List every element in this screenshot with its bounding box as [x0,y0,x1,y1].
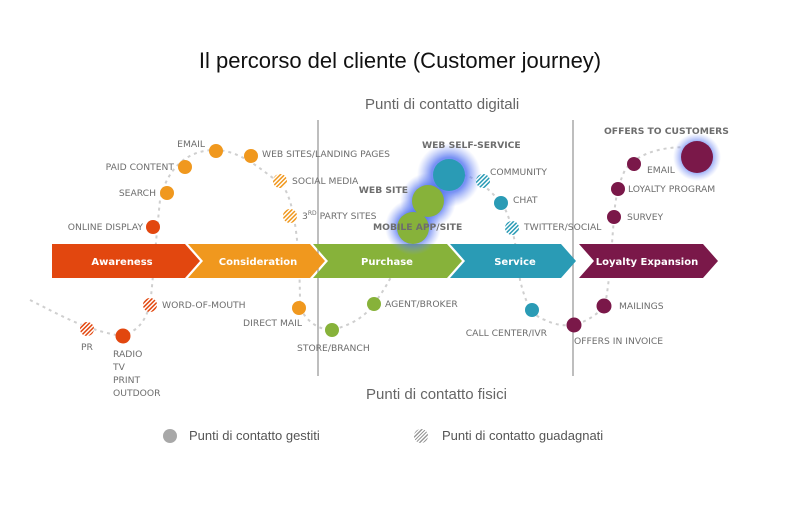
touchpoint-online-display [146,220,160,234]
label-online-display: ONLINE DISPLAY [68,222,144,233]
touchpoint-agent-broker [367,297,381,311]
label-outdoor: OUTDOOR [113,388,161,399]
digital-touchpoints-label: Punti di contatto digitali [365,96,520,113]
touchpoint-direct-mail [292,301,306,315]
label-offers-to-customers: OFFERS TO CUSTOMERS [604,126,729,137]
stage-service: Service [450,244,576,278]
legend-managed: Punti di contatto gestiti [163,428,320,443]
label-direct-mail: DIRECT MAIL [243,318,303,329]
stage-loyalty-expansion: Loyalty Expansion [579,244,718,278]
touchpoint-paid-content [178,160,192,174]
label-community: COMMUNITY [490,167,547,178]
touchpoint-web-sites [244,149,258,163]
label-web-site: WEB SITE [359,185,408,196]
label-tv: TV [112,362,126,373]
touchpoint-call-center [525,303,539,317]
stage-consideration-label: Consideration [219,257,298,268]
touchpoint-mailings [596,298,612,314]
label-twitter-social: TWITTER/SOCIAL [523,222,602,233]
managed-touchpoint-icon [163,428,177,443]
label-survey: SURVEY [627,212,664,223]
label-paid-content: PAID CONTENT [106,162,175,173]
label-call-center: CALL CENTER/IVR [466,328,548,339]
label-offers-in-invoice: OFFERS IN INVOICE [574,336,663,347]
touchpoint-word-of-mouth [143,298,157,312]
label-loyalty-email: EMAIL [647,165,676,176]
label-loyalty-program: LOYALTY PROGRAM [628,184,715,195]
touchpoint-mobile-app [397,212,429,244]
touchpoint-chat [494,196,508,210]
label-web-self-service: WEB SELF-SERVICE [422,140,521,151]
touchpoint-offers-to-customers [681,141,713,173]
label-radio: RADIO [113,349,142,360]
touchpoint-third-party-sites [283,209,297,223]
touchpoint-community [476,174,490,188]
diagram-title: Il percorso del cliente (Customer journe… [198,48,602,73]
stage-purchase-label: Purchase [361,257,413,268]
touchpoint-loyalty-program [611,182,625,196]
touchpoint-web-site [412,185,444,217]
earned-touchpoint-icon [414,428,428,443]
label-social-media: SOCIAL MEDIA [292,176,359,187]
label-print: PRINT [113,375,141,386]
label-mailings: MAILINGS [619,301,664,312]
stage-consideration: Consideration [188,244,325,278]
touchpoint-search [160,186,174,200]
touchpoint-web-self-service [433,159,465,191]
label-email: EMAIL [177,139,206,150]
stage-awareness: Awareness [52,244,200,278]
legend-earned: Punti di contatto guadagnati [414,428,603,443]
label-store-branch: STORE/BRANCH [297,343,370,354]
label-mobile-app: MOBILE APP/SITE [373,222,462,233]
legend-managed-label: Punti di contatto gestiti [189,428,320,443]
legend-earned-label: Punti di contatto guadagnati [442,428,604,443]
touchpoint-store-branch [325,323,339,337]
touchpoint-radio-tv-print-outdoor [115,328,131,344]
stage-service-label: Service [494,257,536,268]
touchpoint-loyalty-email [627,157,641,171]
stage-awareness-label: Awareness [91,257,152,268]
touchpoint-email [209,144,223,158]
label-web-sites: WEB SITES/LANDING PAGES [262,149,390,160]
touchpoint-twitter-social [505,221,519,235]
physical-touchpoints-label: Punti di contatto fisici [366,386,507,403]
touchpoint-offers-in-invoice [566,317,582,333]
label-word-of-mouth: WORD-OF-MOUTH [162,300,246,311]
label-third-party-sites: 3RD PARTY SITES [302,210,377,222]
stage-purchase: Purchase [313,244,462,278]
label-agent-broker: AGENT/BROKER [385,299,458,310]
label-chat: CHAT [513,195,538,206]
touchpoint-social-media [273,174,287,188]
label-search: SEARCH [119,188,156,199]
touchpoint-pr [80,322,94,336]
touchpoint-survey [607,210,621,224]
label-pr: PR [81,342,94,353]
stage-loyalty-expansion-label: Loyalty Expansion [596,257,698,268]
